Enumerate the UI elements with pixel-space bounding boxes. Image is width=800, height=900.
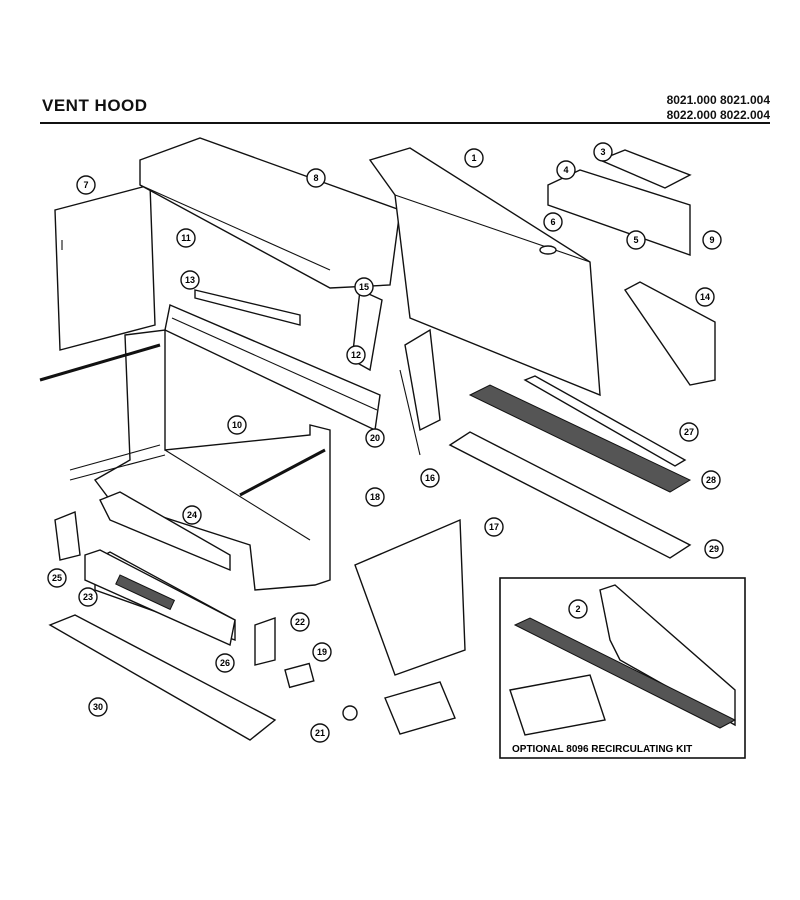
callout-label: 4 [563, 165, 568, 175]
callout-label: 7 [83, 180, 88, 190]
callout-17: 17 [484, 517, 504, 537]
callout-label: 2 [575, 604, 580, 614]
part-back-panel [354, 518, 466, 676]
callout-label: 11 [181, 233, 191, 243]
callout-6: 6 [543, 212, 563, 232]
callout-label: 15 [359, 282, 369, 292]
part-support-rods [39, 343, 326, 497]
callout-label: 13 [185, 275, 195, 285]
kit-caption: OPTIONAL 8096 RECIRCULATING KIT [512, 744, 692, 755]
page-title: VENT HOOD [42, 96, 148, 115]
kit-parts [509, 584, 737, 736]
callout-label: 21 [315, 728, 325, 738]
model-numbers-line-2: 8022.000 8022.004 [666, 108, 770, 122]
callout-26: 26 [215, 653, 235, 673]
part-mount-bracket [54, 511, 81, 561]
callout-label: 17 [489, 522, 499, 532]
callout-4: 4 [556, 160, 576, 180]
callout-label: 24 [187, 510, 197, 520]
callout-label: 16 [425, 473, 435, 483]
callout-label: 28 [706, 475, 716, 485]
callout-label: 30 [93, 702, 103, 712]
optional-kit-box [499, 577, 746, 759]
callout-22: 22 [290, 612, 310, 632]
callout-label: 9 [709, 235, 714, 245]
callout-label: 19 [317, 647, 327, 657]
part-top-panel [139, 137, 401, 289]
callout-12: 12 [346, 345, 366, 365]
callout-2: 2 [568, 599, 588, 619]
callout-30: 30 [88, 697, 108, 717]
callout-16: 16 [420, 468, 440, 488]
callout-25: 25 [47, 568, 67, 588]
part-side-bracket [404, 328, 441, 432]
callout-1: 1 [464, 148, 484, 168]
part-knob [342, 705, 358, 721]
callout-11: 11 [176, 228, 196, 248]
callout-13: 13 [180, 270, 200, 290]
callout-19: 19 [312, 642, 332, 662]
callout-3: 3 [593, 142, 613, 162]
callout-15: 15 [354, 277, 374, 297]
callout-label: 27 [684, 427, 694, 437]
callout-label: 25 [52, 573, 62, 583]
header-rule [40, 122, 770, 124]
callout-label: 12 [351, 350, 361, 360]
callout-29: 29 [704, 539, 724, 559]
part-control-panel [84, 549, 236, 646]
part-damper [623, 281, 716, 386]
part-grease-filter [468, 384, 692, 493]
callout-9: 9 [702, 230, 722, 250]
model-numbers: 8021.000 8021.004 8022.000 8022.004 [620, 93, 770, 123]
callout-layer: 7813456910111213151416171819202122232425… [47, 142, 724, 743]
callout-23: 23 [78, 587, 98, 607]
callout-label: 20 [370, 433, 380, 443]
callout-18: 18 [365, 487, 385, 507]
part-light-socket-bracket [254, 617, 276, 666]
callout-label: 6 [550, 217, 555, 227]
part-bracket [194, 289, 301, 326]
callout-label: 8 [313, 173, 318, 183]
callout-27: 27 [679, 422, 699, 442]
callout-21: 21 [310, 723, 330, 743]
part-clip-wire [399, 369, 421, 456]
callout-label: 5 [633, 235, 638, 245]
callout-24: 24 [182, 505, 202, 525]
part-bottom-cover [48, 614, 277, 741]
callout-label: 14 [700, 292, 710, 302]
callout-8: 8 [306, 168, 326, 188]
callout-label: 10 [232, 420, 242, 430]
callout-7: 7 [76, 175, 96, 195]
part-front-rail [164, 304, 381, 432]
callout-14: 14 [695, 287, 715, 307]
callout-10: 10 [227, 415, 247, 435]
callout-28: 28 [701, 470, 721, 490]
part-filter-bar [523, 375, 687, 467]
callout-label: 22 [295, 617, 305, 627]
callout-5: 5 [626, 230, 646, 250]
callout-label: 26 [220, 658, 230, 668]
part-filter-tray [448, 431, 692, 559]
callout-label: 18 [370, 492, 380, 502]
callout-label: 29 [709, 544, 719, 554]
model-numbers-line-1: 8021.000 8021.004 [666, 93, 770, 107]
callout-label: 1 [471, 153, 476, 163]
part-main-housing [368, 147, 601, 397]
part-switch [284, 662, 315, 689]
callout-20: 20 [365, 428, 385, 448]
part-side-panel [54, 184, 156, 351]
part-label-plate [384, 681, 456, 735]
callout-label: 23 [83, 592, 93, 602]
callout-label: 3 [600, 147, 605, 157]
part-cabinet-frame [69, 329, 331, 591]
